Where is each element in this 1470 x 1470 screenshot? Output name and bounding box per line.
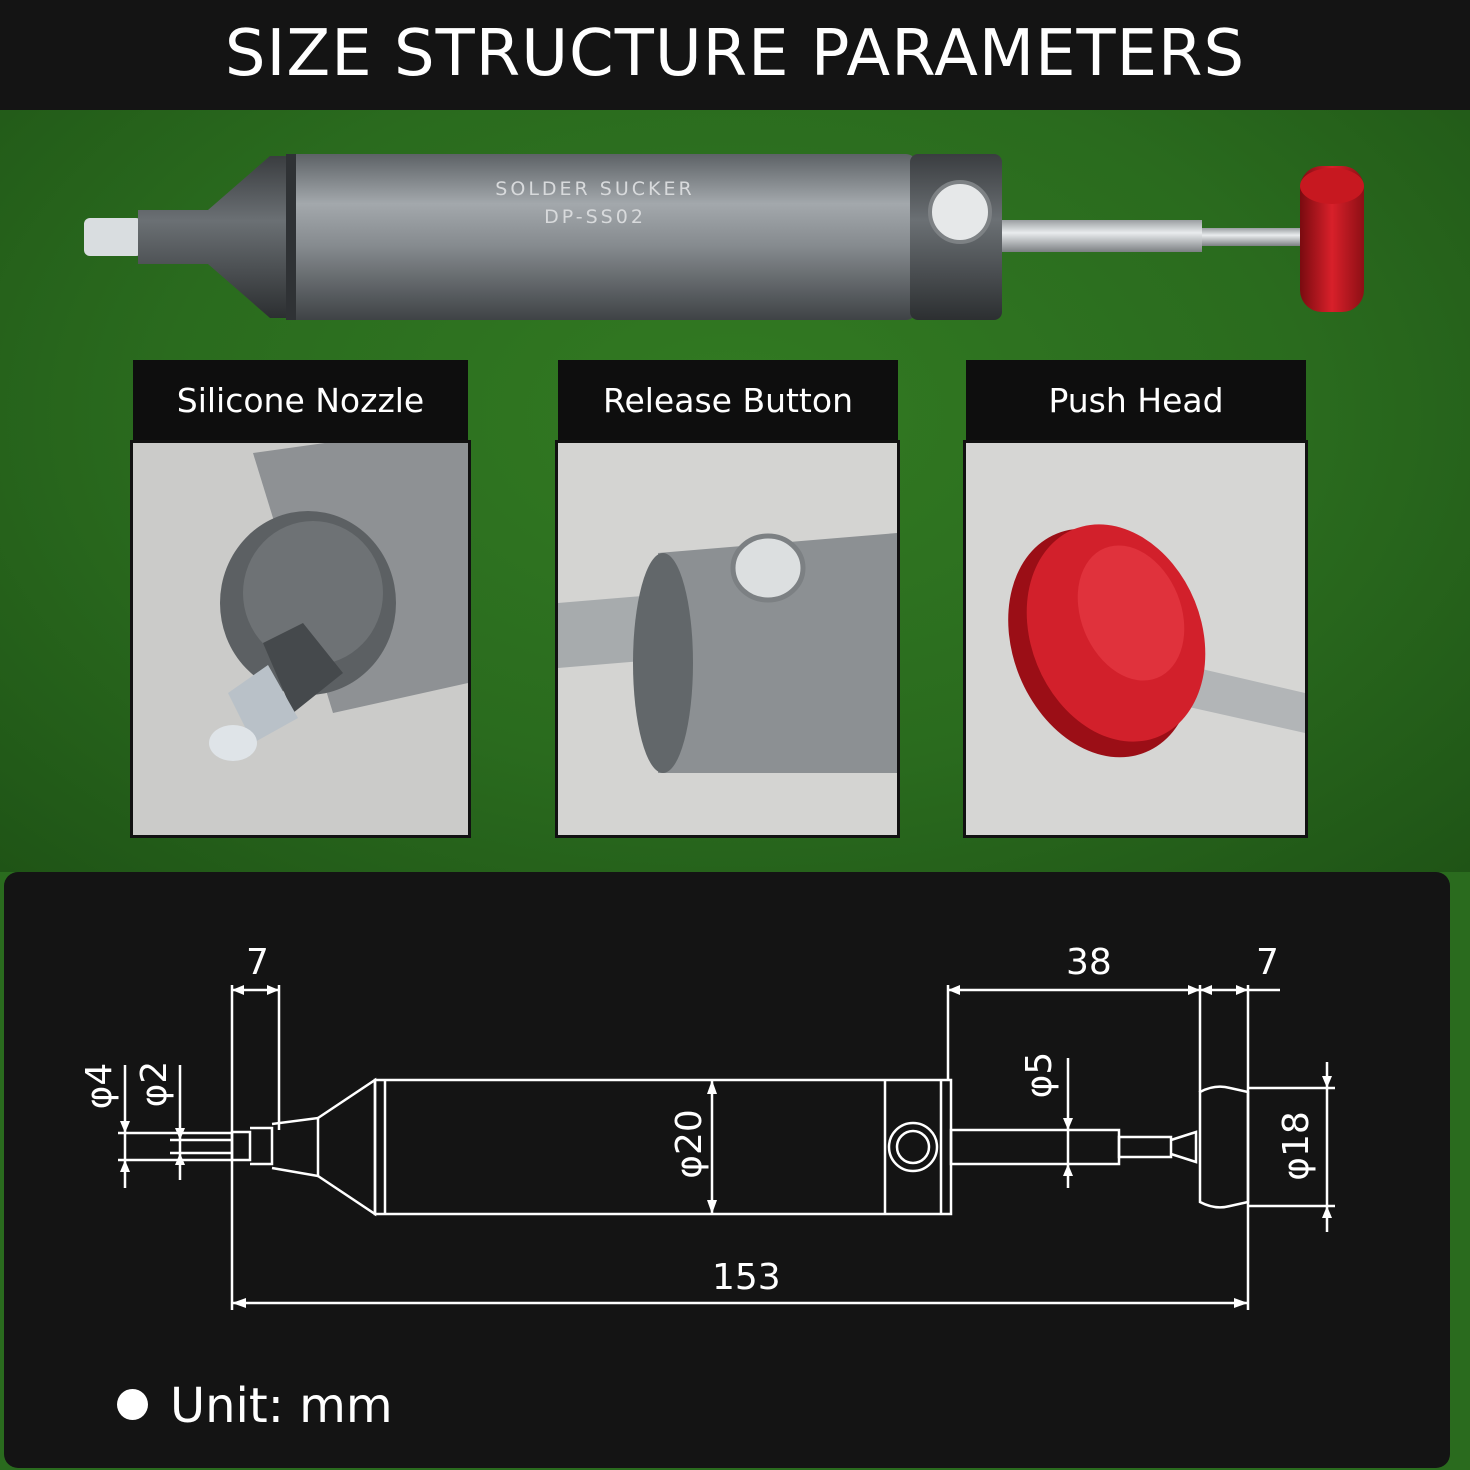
dim-total-length: 153: [712, 1257, 781, 1298]
plunger-rod-thin: [1202, 228, 1310, 246]
dim-tip-length: 7: [246, 942, 269, 983]
photo-silicone-nozzle: [130, 440, 471, 838]
red-push-head-face: [1300, 168, 1364, 204]
product-model-text: DP-SS02: [544, 206, 646, 228]
barrel-ring: [286, 154, 296, 320]
label-silicone-nozzle: Silicone Nozzle: [133, 360, 468, 440]
page-title: SIZE STRUCTURE PARAMETERS: [224, 17, 1246, 91]
plunger-rod: [1002, 220, 1202, 252]
dim-head-diameter: φ18: [1276, 1111, 1317, 1181]
dim-head-length: 7: [1256, 942, 1279, 983]
dim-tip-inner-diameter: φ2: [134, 1060, 175, 1108]
product-brand-text: SOLDER SUCKER: [495, 178, 695, 200]
dimension-diagram-panel: [4, 872, 1450, 1468]
header-bar: [0, 0, 1470, 110]
dim-rod-diameter: φ5: [1019, 1051, 1060, 1099]
dim-body-diameter: φ20: [669, 1109, 710, 1179]
release-button-knob: [928, 180, 992, 244]
red-push-head: [1300, 166, 1364, 312]
unit-label: Unit: mm: [170, 1378, 393, 1434]
nozzle-cone: [138, 156, 290, 318]
barrel: [286, 154, 916, 320]
dim-plunger-length: 38: [1066, 942, 1112, 983]
bullet-dot: [117, 1389, 148, 1420]
photo-push-head: [963, 440, 1308, 838]
photo-release-button: [555, 440, 900, 838]
label-push-head: Push Head: [966, 360, 1306, 440]
dim-tip-outer-diameter: φ4: [79, 1062, 120, 1110]
silicone-tip: [84, 218, 142, 256]
label-release-button: Release Button: [558, 360, 898, 440]
solder-sucker-illustration: [84, 154, 1364, 320]
